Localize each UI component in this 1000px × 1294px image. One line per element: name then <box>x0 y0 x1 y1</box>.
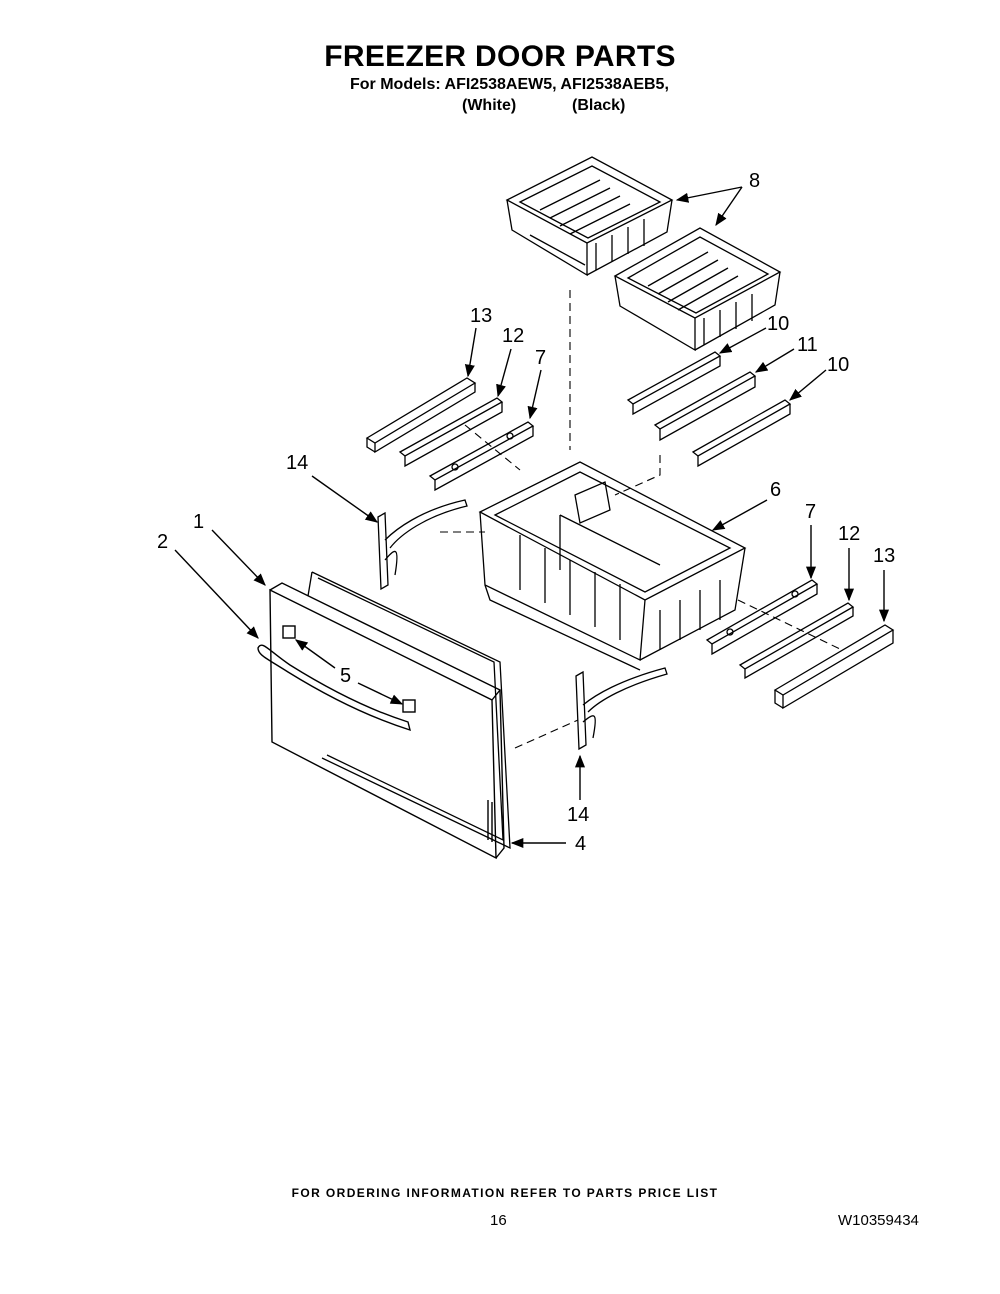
document-number: W10359434 <box>838 1212 919 1229</box>
callout-13-upper: 13 <box>470 305 492 327</box>
callout-14-upper: 14 <box>286 452 308 474</box>
callout-12-lower: 12 <box>838 523 860 545</box>
door-bracket-14-upper <box>377 499 468 591</box>
callout-leaders <box>174 186 890 849</box>
slide-rail-12-lower <box>738 602 855 680</box>
slide-rail-13-lower <box>773 624 895 710</box>
color-white-label: (White) <box>462 97 517 114</box>
door-bracket-14-lower <box>575 667 668 751</box>
upper-basket-left <box>505 156 674 277</box>
models-line: For Models: AFI2538AEW5, AFI2538AEB5, <box>350 76 669 93</box>
page-title: FREEZER DOOR PARTS <box>324 40 676 73</box>
freezer-door-panel <box>269 582 505 860</box>
slide-rail-10-lower <box>691 399 792 468</box>
callout-4: 4 <box>575 833 586 855</box>
callout-7-lower: 7 <box>805 501 816 523</box>
callout-10-upper: 10 <box>767 313 789 335</box>
lower-basket <box>478 461 747 671</box>
slide-rail-7-upper <box>428 421 535 492</box>
callout-11: 11 <box>797 334 818 356</box>
slide-rail-12-upper <box>398 397 504 468</box>
callout-10-lower: 10 <box>827 354 849 376</box>
assembly-lines <box>440 290 843 749</box>
color-black-label: (Black) <box>572 97 626 114</box>
callout-12-upper: 12 <box>502 325 524 347</box>
slide-rail-13-upper <box>365 377 477 454</box>
callout-13-lower: 13 <box>873 545 895 567</box>
callout-5: 5 <box>340 665 351 687</box>
door-handle <box>257 625 416 732</box>
ordering-note: FOR ORDERING INFORMATION REFER TO PARTS … <box>291 1186 719 1200</box>
callout-7-upper: 7 <box>535 347 546 369</box>
callout-1: 1 <box>193 511 204 533</box>
freezer-door-gasket <box>307 571 511 850</box>
slide-rail-11 <box>653 371 757 442</box>
page-number: 16 <box>490 1212 507 1229</box>
upper-basket-right <box>613 227 782 352</box>
callout-14-lower: 14 <box>567 804 589 826</box>
callout-6: 6 <box>770 479 781 501</box>
slide-rail-7-lower <box>705 579 819 656</box>
callout-8: 8 <box>749 170 760 192</box>
callout-2: 2 <box>157 531 168 553</box>
slide-rail-10-upper <box>626 351 722 416</box>
